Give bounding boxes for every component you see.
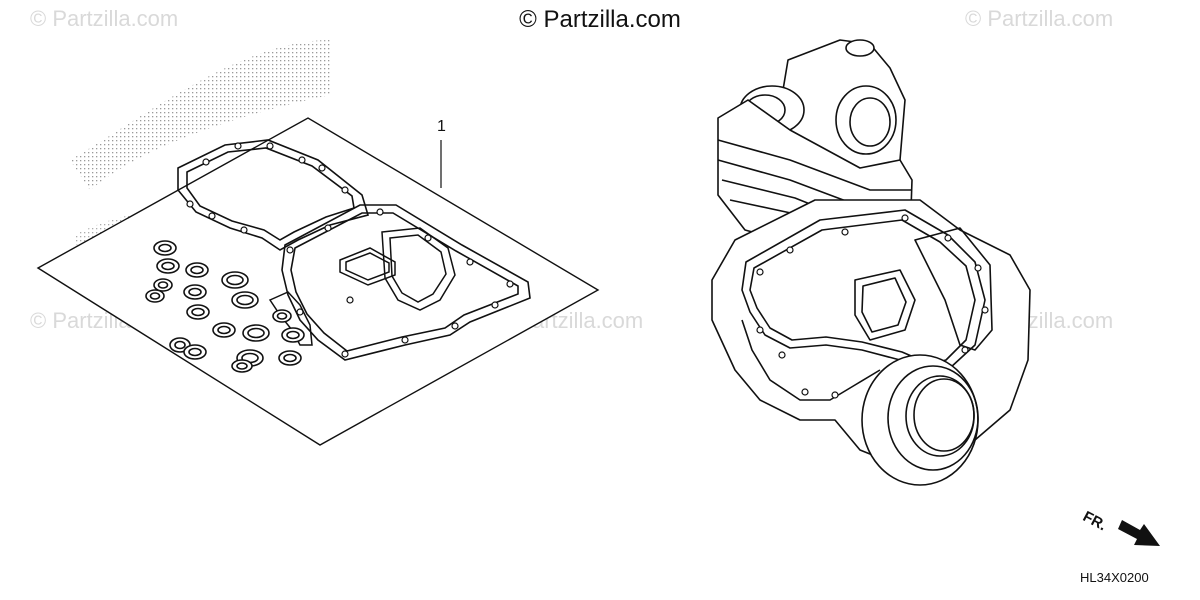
arrow-front-icon xyxy=(1118,520,1160,546)
watermark-top-center: © Partzilla.com xyxy=(519,6,681,33)
drawing-code: HL34X0200 xyxy=(1080,570,1149,585)
crankcase-gasket xyxy=(281,204,531,361)
watermark-top-right: © Partzilla.com xyxy=(965,6,1114,31)
o-ring-cluster xyxy=(145,240,305,373)
crankcase-gasket-holes xyxy=(286,208,514,358)
inner-gasket xyxy=(381,227,456,311)
engine-assembly xyxy=(711,39,1031,486)
cover-gasket-upper xyxy=(177,139,370,251)
engine-bolt-holes xyxy=(756,214,989,399)
dotted-shadow xyxy=(70,40,330,190)
gasket-kit-sheet xyxy=(36,117,600,446)
watermark-top-left: © Partzilla.com xyxy=(30,6,179,31)
cover-gasket-upper-holes xyxy=(186,142,349,234)
callout-label-1: 1 xyxy=(437,118,446,135)
plate-gasket xyxy=(339,247,396,286)
